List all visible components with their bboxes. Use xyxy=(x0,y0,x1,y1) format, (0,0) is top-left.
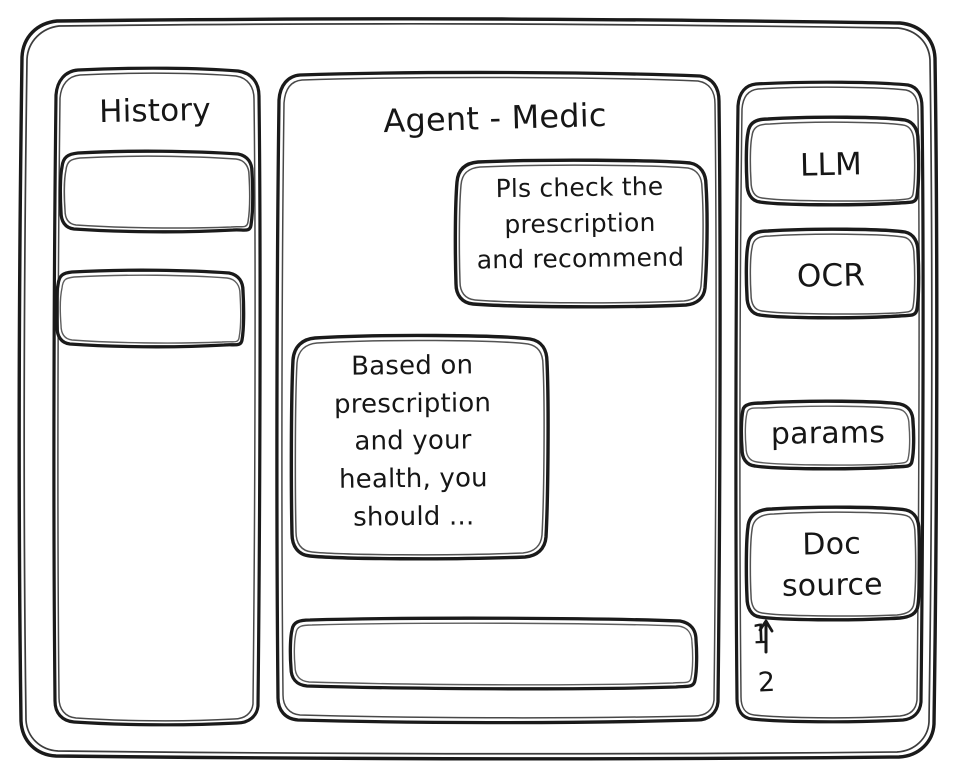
tool-ocr[interactable] xyxy=(744,227,921,320)
history-item-2[interactable] xyxy=(54,268,246,349)
history-panel xyxy=(52,66,262,727)
composer-input[interactable] xyxy=(288,616,699,691)
doc-source-connector-arrow xyxy=(758,619,774,654)
agent-panel xyxy=(275,70,722,725)
tool-params-label: params xyxy=(770,415,886,452)
tool-llm[interactable] xyxy=(744,115,921,207)
message-bubble-agent xyxy=(289,333,550,561)
tool-doc-source[interactable] xyxy=(744,505,922,622)
history-item-1[interactable] xyxy=(58,149,255,234)
tool-params[interactable] xyxy=(739,399,916,471)
user-message-text: Pls check the prescription and recommend xyxy=(476,171,685,275)
history-panel-title: History xyxy=(98,91,212,131)
window-frame xyxy=(17,17,939,761)
tool-doc-source-label: Doc source xyxy=(781,526,884,605)
page-title: Agent - Medic xyxy=(382,95,608,141)
doc-source-list-item-2[interactable]: 2 xyxy=(757,666,777,699)
tools-panel xyxy=(734,80,925,724)
tool-llm-label: LLM xyxy=(799,146,863,184)
message-bubble-user xyxy=(453,158,709,309)
tool-ocr-label: OCR xyxy=(796,257,866,295)
agent-message-text: Based on prescription and your health, y… xyxy=(333,350,492,533)
doc-source-list-item-1[interactable]: 1 xyxy=(751,618,770,651)
